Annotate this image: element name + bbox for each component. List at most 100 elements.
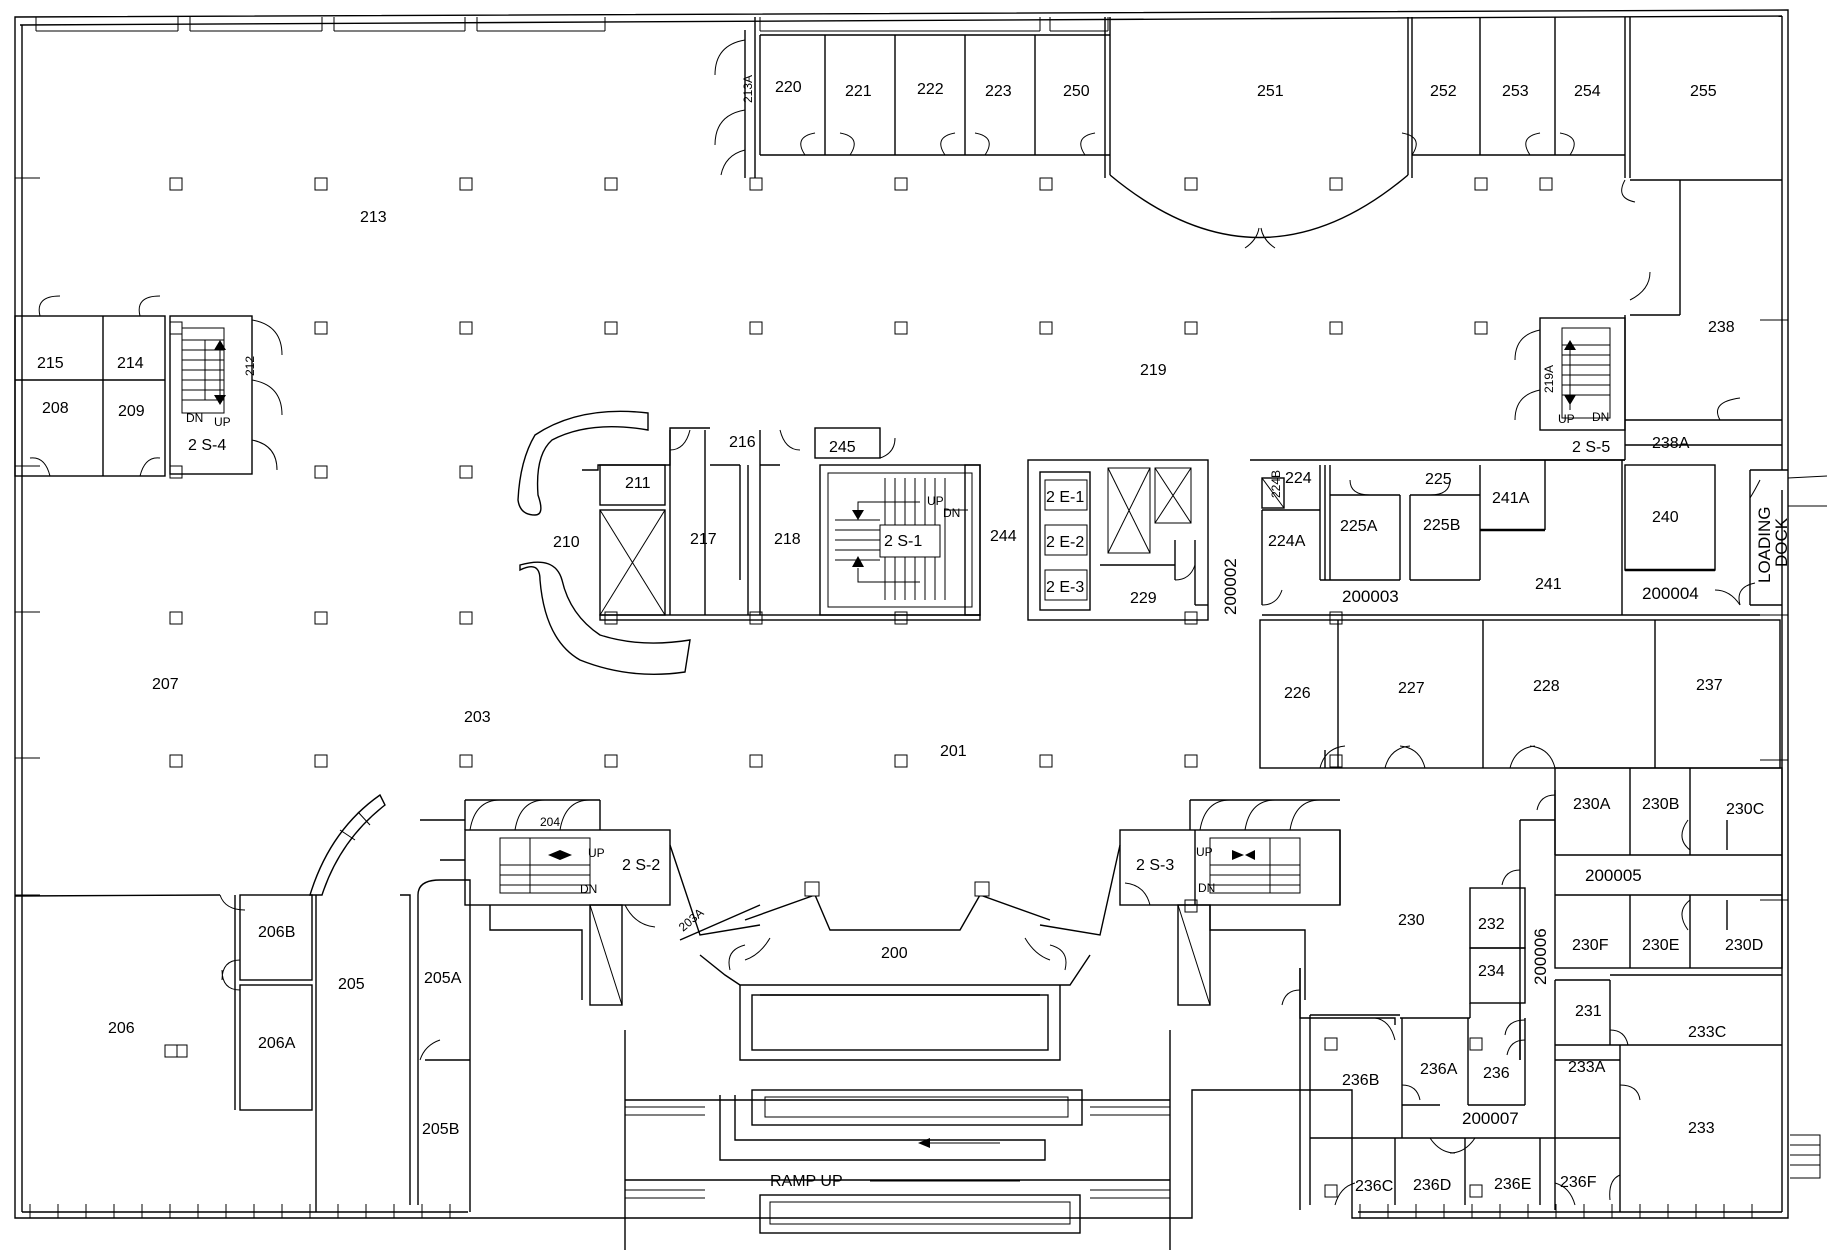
column — [1039, 321, 1053, 335]
room-label-201: 201 — [940, 743, 967, 760]
room-label-236B: 236B — [1342, 1072, 1379, 1089]
column — [1184, 754, 1198, 768]
column — [1184, 177, 1198, 191]
room-label-226: 226 — [1284, 685, 1311, 702]
room-label-230A: 230A — [1573, 796, 1611, 813]
stair-up-mark-s3: UP — [1196, 845, 1213, 859]
room-label-211: 211 — [625, 475, 651, 492]
column — [169, 754, 183, 768]
room-label-200003: 200003 — [1342, 587, 1399, 606]
column — [314, 465, 328, 479]
column — [314, 177, 328, 191]
room-label-204: 204 — [540, 815, 560, 829]
stair-arrows — [200, 317, 1626, 860]
room-label-245: 245 — [829, 439, 856, 456]
column — [1039, 754, 1053, 768]
room-label-219A: 219A — [1542, 365, 1556, 393]
room-label-212: 212 — [243, 356, 257, 376]
column — [894, 177, 908, 191]
room-label-206B: 206B — [258, 924, 295, 941]
room-label-200004: 200004 — [1642, 584, 1699, 603]
column — [894, 611, 908, 625]
room-label-230C: 230C — [1726, 801, 1764, 818]
stair-down-mark-s2: DN — [580, 882, 597, 896]
room-label-233: 233 — [1688, 1120, 1715, 1137]
southwest-rooms — [14, 793, 471, 1212]
loading-dock-label-line1: LOADING — [1755, 506, 1774, 583]
rooms-231-234 — [1469, 887, 1782, 1212]
column — [314, 754, 328, 768]
closet-213A — [714, 30, 746, 178]
column — [894, 321, 908, 335]
column — [169, 611, 183, 625]
loading-dock-label-line2: DOCK — [1772, 517, 1791, 567]
bottom-wall-mullions — [29, 1204, 1753, 1218]
room-label-227: 227 — [1398, 680, 1425, 697]
room-label-230E: 230E — [1642, 937, 1679, 954]
room-label-236D: 236D — [1413, 1177, 1451, 1194]
stair-up-mark-s1: UP — [927, 494, 944, 508]
column — [459, 754, 473, 768]
room-label-241A: 241A — [1492, 490, 1530, 507]
stair-down-mark-s5: DN — [1592, 410, 1609, 424]
column — [1539, 177, 1553, 191]
room-label-241: 241 — [1535, 576, 1562, 593]
room-label-230: 230 — [1398, 912, 1425, 929]
column — [604, 611, 618, 625]
room-label-207: 207 — [152, 676, 179, 693]
column — [749, 177, 763, 191]
column — [169, 465, 183, 479]
east-room-block — [1250, 459, 1760, 616]
column — [604, 754, 618, 768]
room-label-216: 216 — [729, 434, 756, 451]
elevator-label-2E-3: 2 E-3 — [1046, 579, 1084, 596]
room-label-206: 206 — [108, 1020, 135, 1037]
column — [1039, 177, 1053, 191]
room-label-228: 228 — [1533, 678, 1560, 695]
stair-down-mark-s3: DN — [1198, 881, 1215, 895]
stair-label-2S-3: 2 S-3 — [1136, 857, 1174, 874]
column — [1329, 611, 1343, 625]
left-room-cluster — [14, 295, 283, 477]
room-label-233C: 233C — [1688, 1024, 1726, 1041]
room-label-236C: 236C — [1355, 1178, 1393, 1195]
rooms-236 — [1281, 968, 1620, 1210]
stair-down-mark-s1: DN — [943, 506, 960, 520]
room-label-200006: 200006 — [1531, 928, 1550, 985]
room-label-230D: 230D — [1725, 937, 1763, 954]
column — [1329, 321, 1343, 335]
ramp-label: RAMP UP — [770, 1173, 843, 1190]
left-wall-mullions — [15, 177, 1788, 901]
column — [314, 611, 328, 625]
room-label-224B: 224B — [1269, 470, 1283, 498]
column — [164, 1044, 178, 1058]
room-label-223: 223 — [985, 83, 1012, 100]
room-label-205: 205 — [338, 976, 365, 993]
room-label-254: 254 — [1574, 83, 1601, 100]
room-label-255: 255 — [1690, 83, 1717, 100]
room-label-200005: 200005 — [1585, 866, 1642, 885]
entrance-200 — [699, 881, 1091, 1061]
room-label-206A: 206A — [258, 1035, 296, 1052]
room-label-217: 217 — [690, 531, 717, 548]
column — [1184, 321, 1198, 335]
top-window-mullions — [35, 17, 1109, 32]
room-label-240: 240 — [1652, 509, 1679, 526]
room-label-233A: 233A — [1568, 1059, 1606, 1076]
room-label-251: 251 — [1257, 83, 1284, 100]
room-label-222: 222 — [917, 81, 944, 98]
room-label-232: 232 — [1478, 916, 1505, 933]
central-core — [517, 410, 981, 675]
room-label-224A: 224A — [1268, 533, 1306, 550]
stair-2S-3 — [1039, 799, 1341, 1006]
room-label-237: 237 — [1696, 677, 1723, 694]
room-label-236A: 236A — [1420, 1061, 1458, 1078]
column — [1329, 177, 1343, 191]
room-label-250: 250 — [1063, 83, 1090, 100]
room-label-218: 218 — [774, 531, 801, 548]
column — [459, 321, 473, 335]
column — [314, 321, 328, 335]
column — [1184, 611, 1198, 625]
room-label-225: 225 — [1425, 471, 1452, 488]
room-label-209: 209 — [118, 403, 145, 420]
